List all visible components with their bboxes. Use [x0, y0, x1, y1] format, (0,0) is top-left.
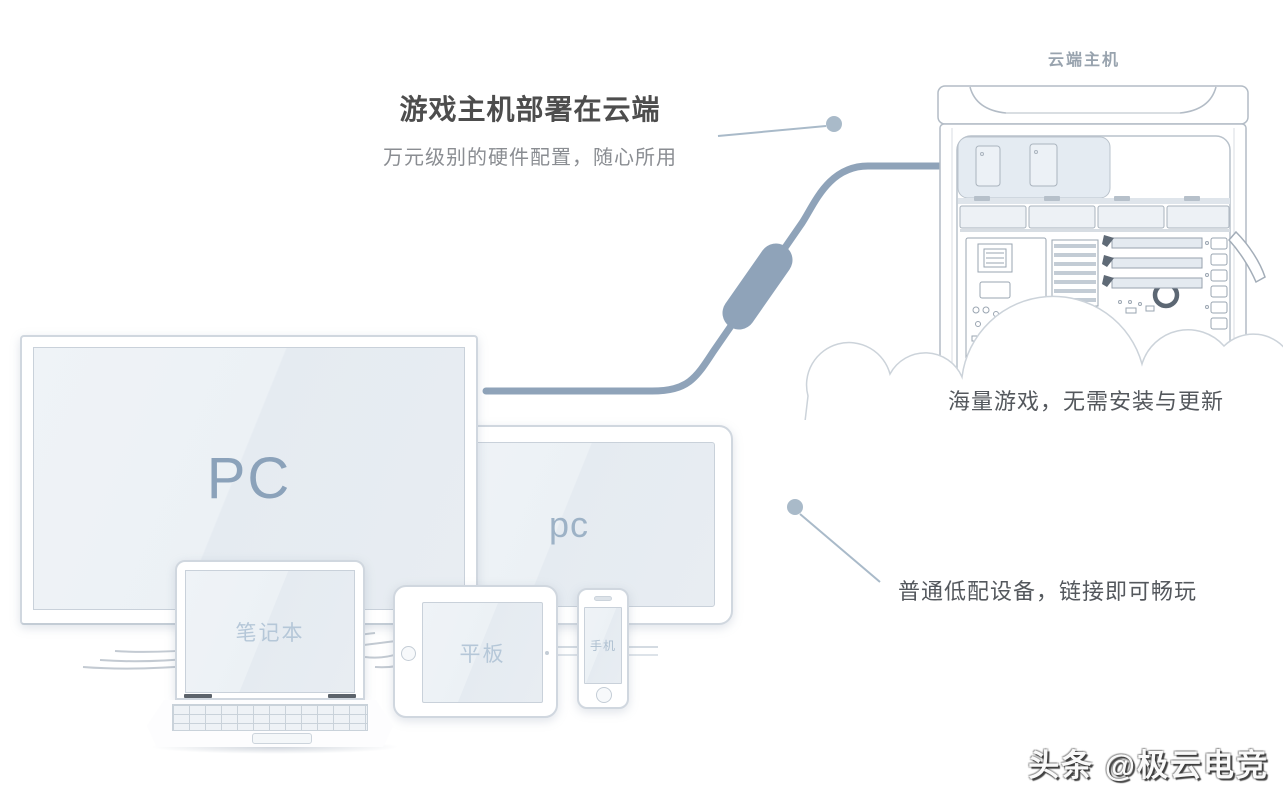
phone-home-button — [596, 687, 612, 703]
laptop-screen: 笔记本 — [185, 570, 355, 693]
tower-handle-left — [969, 86, 1007, 114]
note-low-spec: 普通低配设备，链接即可畅玩 — [898, 579, 1198, 604]
phone-screen: 手机 — [584, 607, 622, 684]
laptop-label: 笔记本 — [235, 621, 305, 645]
cloud-shape — [804, 295, 1283, 420]
cable-adapter — [722, 243, 793, 330]
headline-title: 游戏主机部署在云端 — [399, 94, 661, 125]
phone-label: 手机 — [589, 639, 616, 653]
laptop-keyboard — [172, 704, 368, 731]
laptop: 笔记本 — [175, 560, 365, 700]
cloud-server-illustration — [804, 85, 1283, 420]
laptop-hinge-right — [328, 694, 356, 698]
tv-display-label: pc — [548, 503, 590, 545]
tablet: 平板 — [393, 585, 558, 718]
tower-top-cap — [937, 85, 1249, 125]
tower-handle-right — [1179, 86, 1217, 114]
drive-bays — [959, 205, 1230, 229]
latch-lever — [1227, 230, 1266, 284]
tablet-home-button — [401, 646, 416, 661]
network-cable — [482, 162, 950, 395]
phone-earpiece — [594, 596, 612, 601]
headline-subtitle: 万元级别的硬件配置，随心所用 — [383, 147, 677, 169]
watermark: 头条 @极云电竞 — [1028, 748, 1269, 783]
tablet-camera-dot — [545, 651, 549, 655]
callout-dot-bottom — [787, 499, 803, 515]
tablet-label: 平板 — [459, 642, 506, 666]
callout-line-bottom — [799, 513, 881, 583]
note-games: 海量游戏，无需安装与更新 — [948, 389, 1225, 414]
phone: 手机 — [577, 588, 629, 709]
laptop-hinge-left — [184, 694, 212, 698]
cable-path — [482, 162, 950, 395]
ram-sticks — [1102, 235, 1203, 289]
headline-block: 游戏主机部署在云端 万元级别的硬件配置，随心所用 — [340, 88, 720, 170]
desktop-monitor-label: PC — [206, 446, 292, 511]
laptop-trackpad — [252, 733, 312, 744]
tablet-screen: 平板 — [422, 602, 543, 703]
cloud-host-label: 云端主机 — [1048, 52, 1121, 69]
